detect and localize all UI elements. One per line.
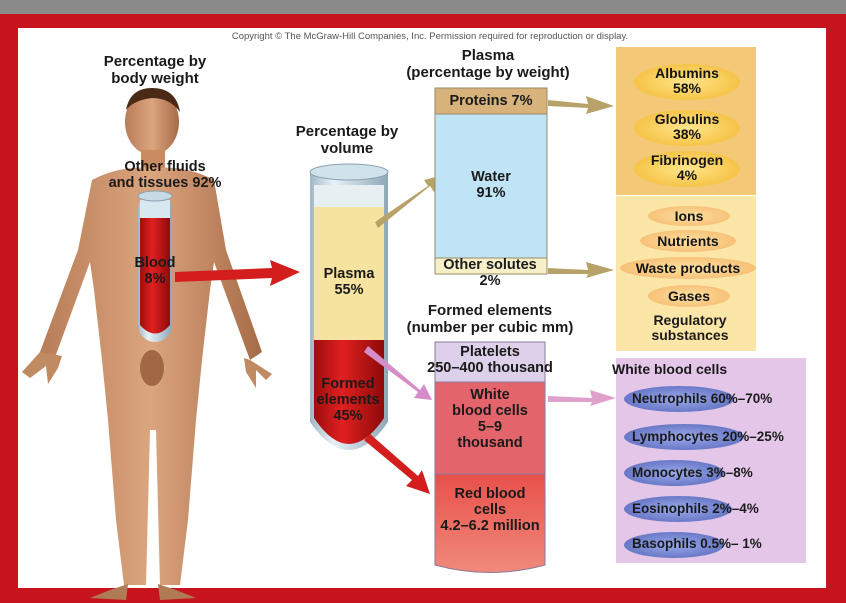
volume-title: Percentage by volume [272,124,422,157]
wbc-monocytes-label: Monocytes 3%–8% [632,466,812,481]
cell-waste-products: Waste products [620,257,756,279]
platelets-label: Platelets 250–400 thousand [400,345,580,377]
wbc-title: White blood cells [612,362,772,377]
proteins-label: Proteins 7% [435,94,547,110]
arrow-wbc [548,390,616,406]
wbc-column-label: White blood cells 5–9 thousand [435,388,545,452]
wbc-neutrophils-label: Neutrophils 60%–70% [632,392,812,407]
plasma-title: Plasma (percentage by weight) [378,48,598,81]
tube-formed-label: Formed elements 45% [300,377,396,425]
other-fluids-label: Other fluids and tissues 92% [90,160,240,192]
wbc-basophils-label: Basophils 0.5%– 1% [632,537,812,552]
formed-title: Formed elements (number per cubic mm) [378,303,602,336]
tube-plasma-label: Plasma 55% [304,267,394,299]
rbc-column-label: Red blood cells 4.2–6.2 million [420,487,560,535]
arrow-proteins [548,96,614,114]
wbc-lymphocytes-label: Lymphocytes 20%–25% [632,430,812,445]
blood-label: Blood 8% [120,256,190,288]
arrow-formed-to-rbc [364,434,430,494]
cell-regulatory: Regulatory substances [626,313,754,344]
cell-gases: Gases [648,285,730,307]
cell-ions: Ions [648,206,730,226]
other-solutes-label: Other solutes 2% [420,258,560,290]
water-label: Water 91% [435,170,547,202]
body-weight-title: Percentage by body weight [80,54,230,87]
wbc-eosinophils-label: Eosinophils 2%–4% [632,502,812,517]
cell-nutrients: Nutrients [640,230,736,252]
